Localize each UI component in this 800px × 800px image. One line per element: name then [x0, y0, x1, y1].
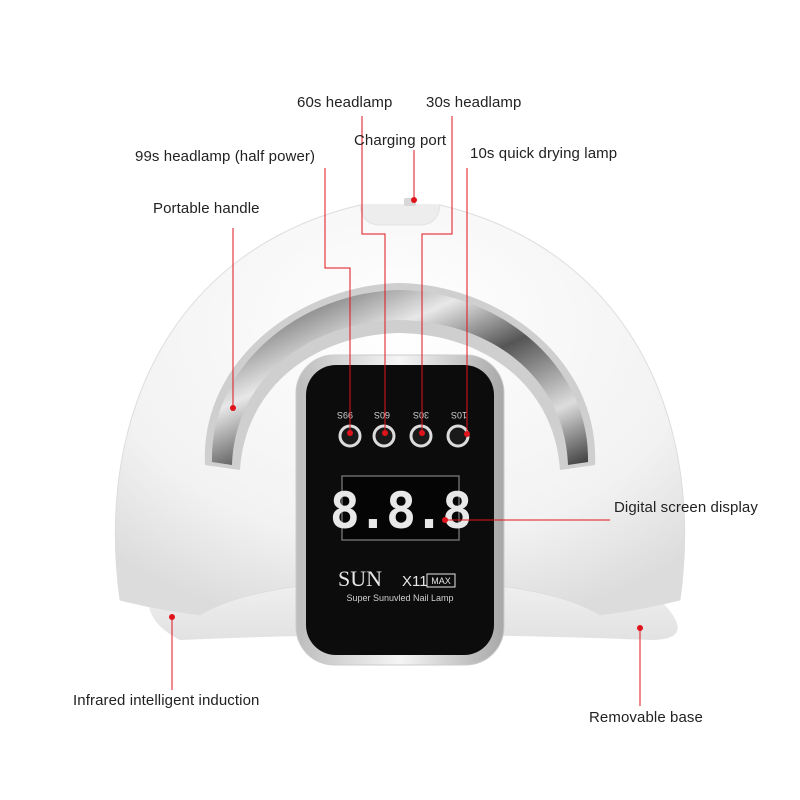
button-30s[interactable]: 30S: [409, 410, 433, 448]
label-digital-screen: Digital screen display: [614, 499, 758, 516]
label-60s-headlamp: 60s headlamp: [297, 94, 393, 111]
digital-display-frame: [341, 475, 460, 541]
pointer-dot-base: [637, 625, 643, 631]
label-infrared-induction: Infrared intelligent induction: [73, 692, 260, 709]
model-badge-box: [426, 573, 456, 588]
button-label-60s: 60S: [374, 410, 390, 420]
button-label-30s: 30S: [413, 410, 429, 420]
pointer-dot-30s: [419, 430, 425, 436]
label-30s-headlamp: 30s headlamp: [426, 94, 522, 111]
tagline: Super Sunuvled Nail Lamp: [346, 593, 453, 603]
button-10s[interactable]: 10S: [446, 410, 470, 448]
pointer-dot-infrared: [169, 614, 175, 620]
pointer-dot-handle: [230, 405, 236, 411]
pointer-dot-charging: [411, 197, 417, 203]
button-60s[interactable]: 60S: [372, 410, 396, 448]
brand-name: SUN: [338, 566, 382, 591]
button-label-10s: 10S: [451, 410, 467, 420]
label-removable-base: Removable base: [589, 709, 703, 726]
label-charging-port: Charging port: [354, 132, 447, 149]
label-portable-handle: Portable handle: [153, 200, 260, 217]
portable-handle: [211, 290, 589, 465]
leader-line-60s: [361, 116, 386, 433]
pointer-dot-display: [442, 517, 448, 523]
leader-line-99s: [324, 168, 351, 433]
model-name: X11: [402, 573, 428, 590]
pointer-dot-10s: [464, 431, 470, 437]
label-99s-headlamp: 99s headlamp (half power): [135, 148, 316, 165]
label-10s-quick-drying: 10s quick drying lamp: [470, 145, 618, 162]
leader-line-30s: [421, 116, 453, 433]
pointer-dot-99s: [347, 430, 353, 436]
button-label-99s: 99S: [337, 410, 353, 420]
pointer-dot-60s: [382, 430, 388, 436]
top-notch: [359, 204, 441, 226]
digital-display-digits: 8.8.8: [330, 482, 471, 540]
model-badge: MAX: [431, 576, 451, 586]
